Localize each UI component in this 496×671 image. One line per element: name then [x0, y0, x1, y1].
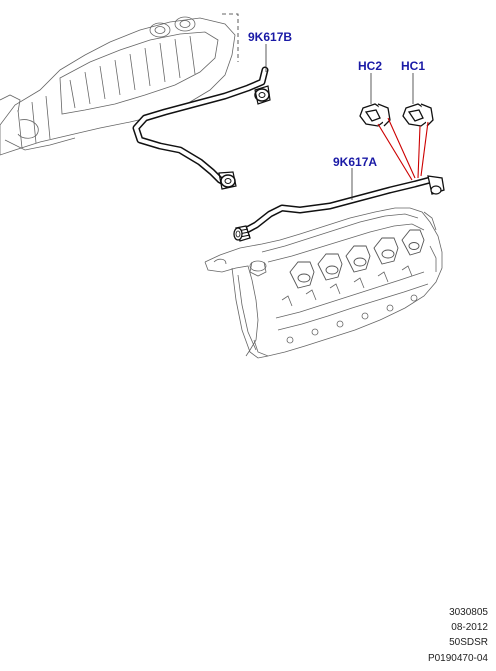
- reference-line-4: P0190470-04: [427, 653, 488, 664]
- engine-cover-left: [0, 16, 236, 156]
- reference-line-1: 3030805: [449, 607, 488, 618]
- hose-9k617b: [132, 66, 271, 190]
- callout-9k617b: 9K617B: [248, 30, 293, 44]
- dashed-leader: [222, 13, 239, 62]
- callout-9k617a: 9K617A: [333, 155, 378, 169]
- hose-clip-hc1: [402, 103, 434, 127]
- callout-hc1: HC1: [401, 59, 426, 73]
- callout-hc2: HC2: [358, 59, 383, 73]
- red-leaders: [377, 117, 429, 181]
- hose-9k617a: [233, 175, 445, 242]
- reference-line-3: 50SDSR: [449, 637, 488, 648]
- hose-clip-hc2: [359, 103, 391, 127]
- cylinder-head-right: [204, 207, 443, 359]
- reference-line-2: 08-2012: [451, 622, 488, 633]
